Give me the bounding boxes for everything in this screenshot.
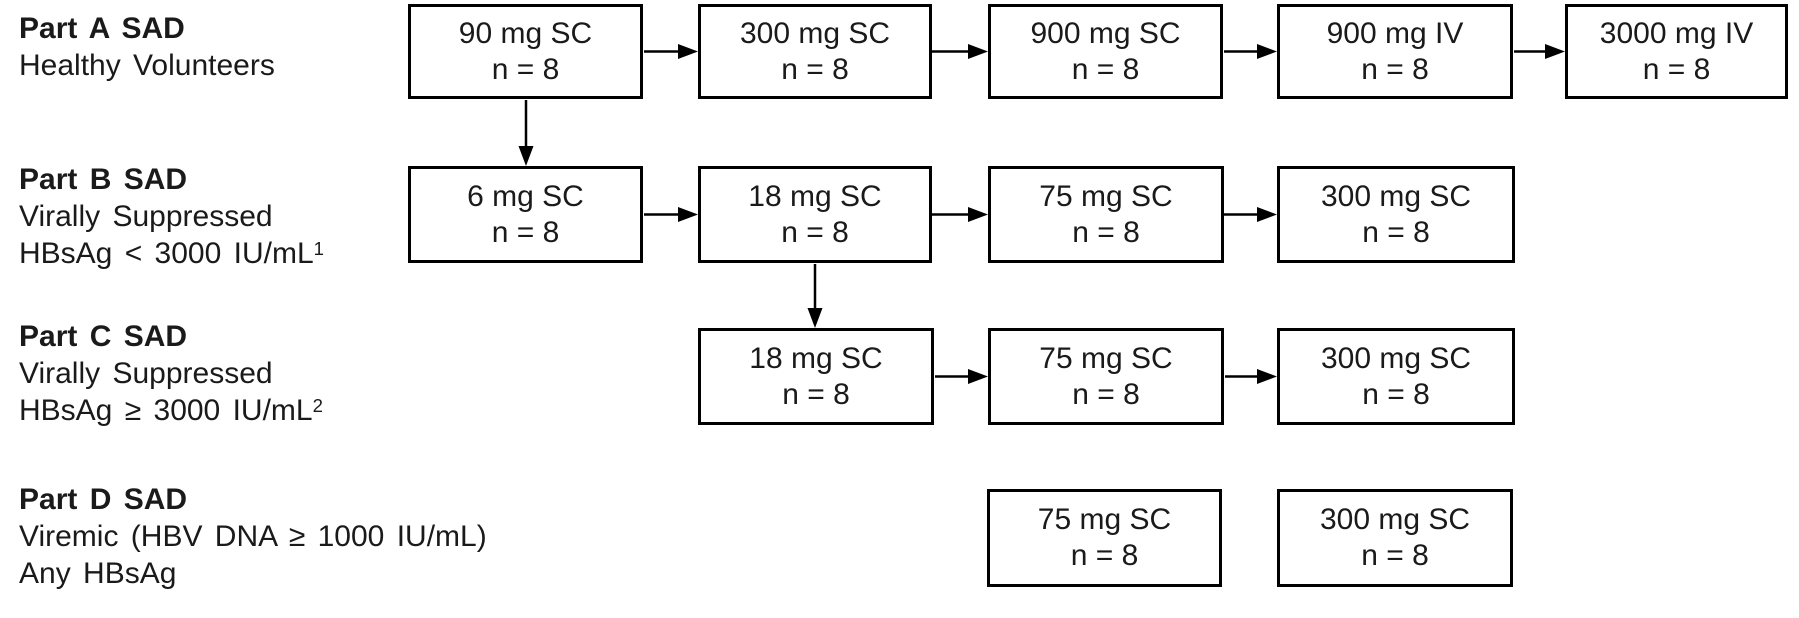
part-d-subtitle-2: Any HBsAg	[19, 557, 177, 590]
n-label: n = 8	[1362, 377, 1430, 411]
dose-box-d-300mg-sc: 300 mg SC n = 8	[1277, 489, 1513, 587]
dose-box-c-75mg-sc: 75 mg SC n = 8	[988, 328, 1224, 425]
n-label: n = 8	[1072, 215, 1140, 249]
dose-box-b-18mg-sc: 18 mg SC n = 8	[698, 166, 932, 263]
dose-label: 300 mg SC	[1320, 179, 1472, 213]
part-b-label: Part B SAD Virally Suppressed HBsAg < 30…	[19, 161, 324, 272]
part-c-title: Part C SAD	[19, 320, 188, 353]
dose-label: 6 mg SC	[467, 179, 584, 213]
part-c-label: Part C SAD Virally Suppressed HBsAg ≥ 30…	[19, 318, 323, 429]
dose-label: 90 mg SC	[458, 16, 593, 50]
part-a-label: Part A SAD Healthy Volunteers	[19, 10, 275, 84]
part-c-subtitle-2: HBsAg ≥ 3000 IU/mL2	[19, 394, 323, 427]
footnote-marker-2: 2	[312, 395, 323, 417]
dose-box-b-300mg-sc: 300 mg SC n = 8	[1277, 166, 1515, 263]
dose-label: 75 mg SC	[1039, 179, 1173, 213]
part-b-title: Part B SAD	[19, 163, 188, 196]
dose-box-a-900mg-iv: 900 mg IV n = 8	[1277, 4, 1513, 99]
part-b-subtitle-1: Virally Suppressed	[19, 200, 273, 233]
part-d-title: Part D SAD	[19, 483, 188, 516]
dose-box-a-90mg-sc: 90 mg SC n = 8	[408, 4, 643, 99]
dose-box-a-900mg-sc: 900 mg SC n = 8	[988, 4, 1223, 99]
dose-label: 300 mg SC	[739, 16, 891, 50]
dose-box-c-300mg-sc: 300 mg SC n = 8	[1277, 328, 1515, 425]
dose-box-a-3000mg-iv: 3000 mg IV n = 8	[1565, 4, 1788, 99]
dose-label: 75 mg SC	[1039, 341, 1173, 375]
part-d-subtitle-1: Viremic (HBV DNA ≥ 1000 IU/mL)	[19, 520, 487, 553]
dose-label: 18 mg SC	[749, 341, 883, 375]
dose-label: 75 mg SC	[1037, 503, 1172, 536]
part-d-label: Part D SAD Viremic (HBV DNA ≥ 1000 IU/mL…	[19, 481, 487, 592]
dose-label: 18 mg SC	[748, 179, 882, 213]
dose-label: 900 mg IV	[1326, 16, 1464, 50]
n-label: n = 8	[491, 52, 560, 86]
dose-label: 3000 mg IV	[1599, 16, 1754, 50]
n-label: n = 8	[1361, 52, 1429, 86]
n-label: n = 8	[1071, 52, 1140, 86]
part-a-subtitle: Healthy Volunteers	[19, 49, 275, 82]
n-label: n = 8	[1362, 215, 1430, 249]
n-label: n = 8	[782, 377, 850, 411]
n-label: n = 8	[781, 215, 849, 249]
dose-box-a-300mg-sc: 300 mg SC n = 8	[698, 4, 932, 99]
dose-label: 900 mg SC	[1030, 16, 1181, 50]
n-label: n = 8	[1361, 539, 1429, 572]
n-label: n = 8	[781, 52, 849, 86]
part-a-title: Part A SAD	[19, 12, 185, 45]
dose-label: 300 mg SC	[1320, 341, 1472, 375]
dose-box-b-6mg-sc: 6 mg SC n = 8	[408, 166, 643, 263]
n-label: n = 8	[491, 215, 560, 249]
footnote-marker-1: 1	[313, 238, 324, 260]
dose-box-b-75mg-sc: 75 mg SC n = 8	[988, 166, 1224, 263]
part-c-subtitle-1: Virally Suppressed	[19, 357, 273, 390]
dose-box-d-75mg-sc: 75 mg SC n = 8	[987, 489, 1222, 587]
n-label: n = 8	[1070, 539, 1139, 572]
n-label: n = 8	[1642, 52, 1711, 86]
part-b-subtitle-2: HBsAg < 3000 IU/mL1	[19, 237, 324, 270]
n-label: n = 8	[1072, 377, 1140, 411]
dose-label: 300 mg SC	[1319, 503, 1471, 536]
dose-box-c-18mg-sc: 18 mg SC n = 8	[698, 328, 934, 425]
